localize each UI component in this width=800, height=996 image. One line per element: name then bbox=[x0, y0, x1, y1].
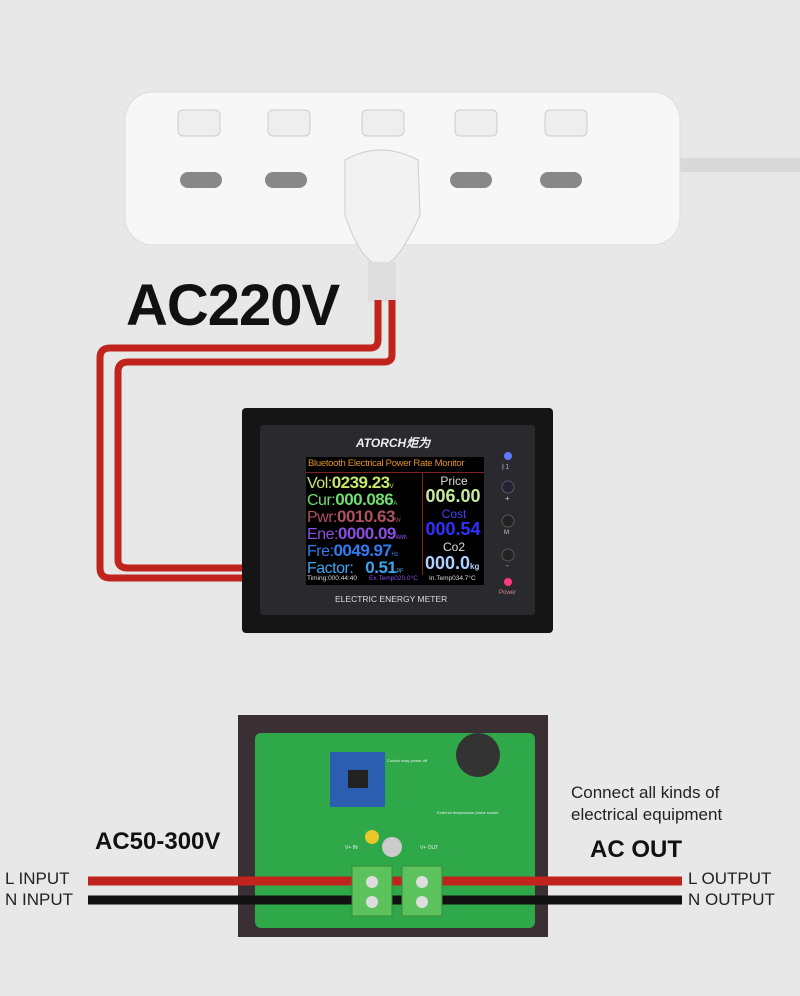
reading-row: Factor: 0.51PF bbox=[307, 558, 404, 577]
minus-button-label: - bbox=[506, 561, 509, 570]
bluetooth-indicator-label: ᛒ1 bbox=[501, 464, 510, 471]
reading-unit: V bbox=[389, 484, 394, 490]
meter-brand: ATORCH炬为 bbox=[356, 437, 430, 449]
brand-name: ATORCH bbox=[356, 436, 407, 450]
ac-out-label: AC OUT bbox=[590, 836, 682, 863]
reading-value: 0010.63 bbox=[337, 507, 395, 526]
reading-label: Vol: bbox=[307, 475, 332, 492]
reading-unit: Hz bbox=[391, 552, 398, 558]
brand-name-cn: 炬为 bbox=[406, 436, 431, 450]
pcb-vout: V+ OUT bbox=[420, 845, 439, 851]
reading-unit: PF bbox=[396, 569, 404, 575]
upper-wires bbox=[96, 300, 396, 582]
plus-button-label: + bbox=[505, 494, 510, 503]
reading-label: Factor: bbox=[307, 560, 354, 577]
pcb-probe-text: External temperature probe socket bbox=[437, 810, 499, 815]
voltage-range: AC50-300V bbox=[95, 828, 221, 855]
co2-number: 000.0 bbox=[425, 553, 471, 573]
reading-row: Fre:0049.97Hz bbox=[307, 542, 398, 560]
n-input-label: N INPUT bbox=[5, 890, 73, 909]
co2-unit: kg bbox=[470, 562, 480, 571]
reading-row: Ene:0000.09kWh bbox=[307, 524, 407, 543]
reading-row: Vol:0239.23V bbox=[307, 473, 394, 492]
reading-label: Pwr: bbox=[307, 509, 338, 526]
reading-label: Ene: bbox=[307, 526, 338, 543]
reading-unit: A bbox=[393, 501, 397, 507]
price-label: Price bbox=[440, 474, 468, 488]
meter-buttons bbox=[501, 452, 515, 586]
n-output-label: N OUTPUT bbox=[688, 890, 775, 909]
pcb-vin: V+ IN bbox=[345, 845, 358, 851]
headline-voltage: AC220V bbox=[126, 273, 340, 338]
timing: Timing:000:44:40 bbox=[307, 575, 357, 582]
reading-value: 0.51 bbox=[365, 558, 397, 577]
l-input-label: L INPUT bbox=[5, 869, 70, 888]
terminal-blocks bbox=[351, 865, 443, 917]
pcb-relay-text: Control relay power off bbox=[387, 758, 428, 763]
co2-value: 000.0kg bbox=[425, 554, 479, 572]
reading-row: Pwr:0010.63W bbox=[307, 507, 401, 526]
reading-value: 0000.09 bbox=[337, 524, 396, 543]
note-line2: electrical equipment bbox=[571, 805, 723, 824]
power-strip bbox=[124, 91, 800, 302]
external-temp: Ex.Temp020.0°C bbox=[369, 575, 418, 582]
l-output-label: L OUTPUT bbox=[688, 869, 772, 888]
reading-unit: W bbox=[394, 518, 401, 524]
screen-title: Bluetooth Electrical Power Rate Monitor bbox=[308, 458, 465, 469]
cost-label: Cost bbox=[441, 507, 467, 521]
meter-footer: ELECTRIC ENERGY METER bbox=[335, 594, 448, 604]
reading-label: Fre: bbox=[307, 543, 334, 560]
price-value: 006.00 bbox=[425, 486, 481, 506]
mode-button-label: M bbox=[504, 530, 509, 536]
internal-temp: In.Temp034.7°C bbox=[429, 575, 476, 582]
meter-screen: Bluetooth Electrical Power Rate Monitor … bbox=[306, 457, 484, 585]
co2-label: Co2 bbox=[442, 540, 465, 554]
reading-unit: kWh bbox=[395, 535, 407, 541]
power-label: Power bbox=[499, 590, 517, 596]
note-line1: Connect all kinds of bbox=[571, 783, 720, 802]
reading-value: 000.086 bbox=[335, 490, 394, 509]
reading-value: 0239.23 bbox=[331, 473, 390, 492]
reading-label: Cur: bbox=[307, 492, 336, 509]
cost-value: 000.54 bbox=[425, 519, 481, 539]
reading-row: Cur:000.086A bbox=[307, 491, 397, 509]
reading-value: 0049.97 bbox=[333, 541, 392, 560]
